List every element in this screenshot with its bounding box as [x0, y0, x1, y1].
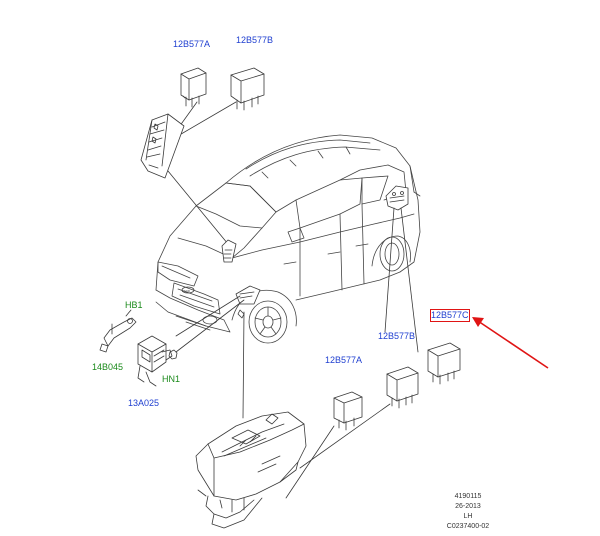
connector-fender-drawing	[235, 285, 261, 319]
label-relay-c-highlighted: 12B577C	[430, 309, 470, 322]
relay-top-a-drawing	[180, 67, 207, 108]
connector-cowl-drawing	[221, 239, 237, 263]
vehicle-outline-drawing: LAND	[155, 134, 421, 344]
leader-rear-relay-b	[384, 207, 395, 333]
label-relay-mid-b: 12B577B	[378, 331, 416, 341]
relay-bracket-drawing	[140, 113, 185, 179]
module-13a025-drawing	[137, 335, 173, 387]
leader-fender-hn1	[175, 299, 245, 353]
connector-rear-drawing	[385, 185, 409, 211]
hn1-nut-drawing	[168, 349, 178, 360]
label-relay-top-b: 12B577B	[236, 35, 274, 45]
svg-text:LAND: LAND	[182, 289, 191, 293]
fuse-box-drawing	[195, 411, 307, 529]
relay-mid-a-drawing	[333, 391, 363, 431]
leader-top-b	[175, 101, 237, 138]
leader-fusebox-relay-b	[299, 403, 391, 469]
leader-fender-13a025	[175, 295, 241, 337]
label-relay-mid-a: 12B577A	[325, 355, 363, 365]
footer-side: LH	[463, 513, 473, 520]
highlight-arrow-icon	[472, 317, 549, 369]
label-relay-top-a: 12B577A	[173, 39, 211, 49]
label-hb1: HB1	[125, 300, 143, 310]
footer-date: 26-2013	[455, 503, 481, 510]
leader-bracket-car	[167, 170, 229, 245]
relay-c-drawing	[427, 342, 461, 385]
label-14b045: 14B045	[92, 362, 124, 372]
leader-rear-relay-c	[400, 207, 419, 353]
footer-ref: 4190115	[454, 493, 482, 500]
leader-fusebox-relay-a	[285, 425, 335, 499]
hb1-bracket-drawing	[99, 309, 137, 353]
footer-code: C0237400-02	[446, 523, 490, 530]
leader-fender-fusebox	[242, 311, 245, 419]
relay-top-b-drawing	[230, 67, 265, 111]
relay-mid-b-drawing	[386, 366, 419, 409]
label-hn1: HN1	[162, 374, 181, 384]
label-13a025: 13A025	[128, 398, 160, 408]
